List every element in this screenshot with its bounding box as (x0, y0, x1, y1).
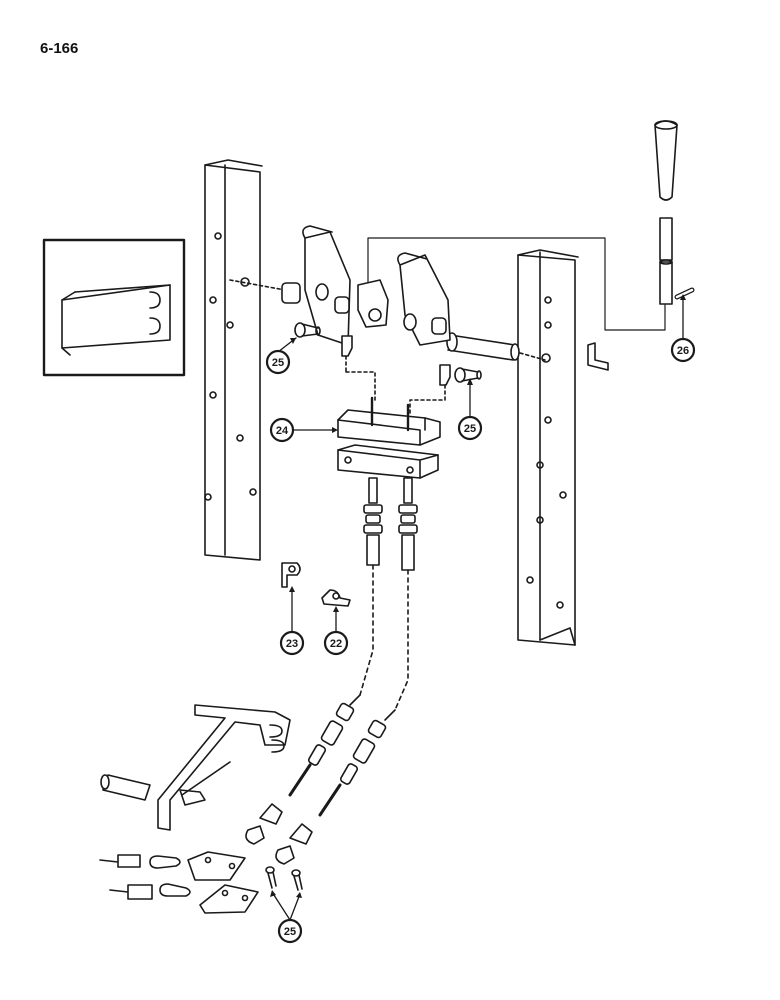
shift-knob (654, 120, 678, 305)
center-clevis-block (357, 279, 389, 328)
svg-text:25: 25 (284, 926, 296, 938)
callout-25-upper-left: 25 (265, 349, 291, 375)
clevis-right (409, 364, 482, 416)
cable-upper-left (363, 477, 383, 566)
mounting-plate-lower (199, 884, 259, 914)
roll-pin (674, 287, 695, 300)
cable-upper-right (398, 477, 418, 571)
cable-mount-bracket (337, 396, 441, 479)
cable-route-left (359, 564, 374, 696)
cable-lower-left (245, 694, 361, 845)
clevis-pin-bottom-left (265, 866, 277, 889)
cross-shaft (229, 279, 546, 361)
callout-22: 22 (323, 630, 349, 656)
lower-lever-assembly (157, 704, 291, 831)
svg-text:22: 22 (330, 638, 342, 650)
callout-23: 23 (279, 630, 305, 656)
svg-text:25: 25 (272, 357, 284, 369)
cable-route-right (394, 569, 409, 711)
bolt-and-nut-upper (99, 854, 141, 868)
svg-text:24: 24 (276, 425, 289, 437)
page-number: 6-166 (40, 40, 79, 57)
clevis-pin-bottom-right (291, 869, 303, 891)
right-upright-channel (517, 249, 579, 646)
cable-clamp-22 (321, 589, 351, 607)
svg-text:23: 23 (286, 638, 298, 650)
inset-detail-box (42, 238, 186, 377)
callout-24: 24 (269, 417, 295, 443)
cable-lower-right (275, 709, 396, 865)
mounting-plate-upper (187, 851, 246, 881)
callout-arrowheads (270, 294, 686, 898)
cable-clamp-23 (281, 562, 301, 588)
clevis-left (341, 335, 376, 401)
callout-25-bottom: 25 (277, 918, 303, 944)
pin-shaft (100, 774, 151, 801)
callout-25-upper-right: 25 (457, 415, 483, 441)
svg-text:25: 25 (464, 423, 476, 435)
callout-26: 26 (670, 337, 696, 363)
left-lever-bracket (302, 225, 351, 346)
clevis-pin-left (294, 322, 321, 338)
bolt-and-nut-lower (109, 884, 153, 900)
callout-leaders (271, 295, 684, 921)
left-upright-channel (204, 159, 263, 561)
link-arm-upper (149, 855, 181, 869)
svg-text:26: 26 (677, 345, 689, 357)
link-arm-lower (159, 883, 191, 897)
small-angle-bracket (587, 342, 609, 371)
right-lever-bracket (397, 252, 451, 346)
